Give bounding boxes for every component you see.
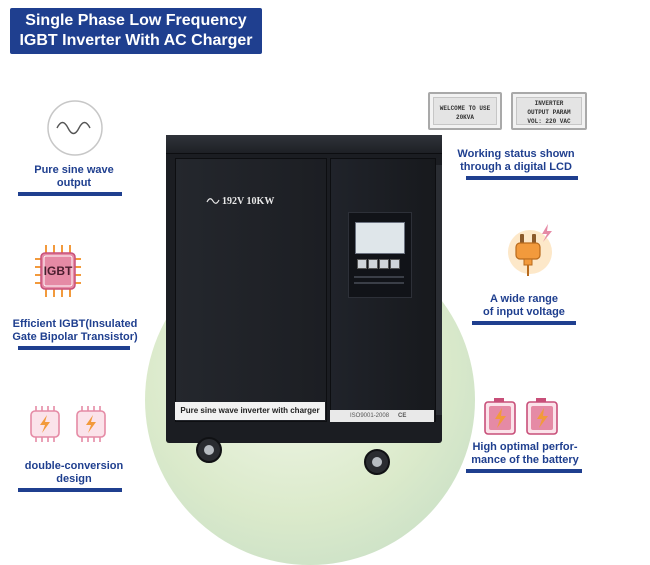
panel-button-1[interactable] [357,259,367,269]
plug-icon [508,224,552,276]
feature-sine-text: Pure sine wave output [18,164,130,190]
battery-icon [484,398,558,435]
lcd-output-line-1: INVERTER [534,100,564,107]
feature-igbt-text: Efficient IGBT(Insulated Gate Bipolar Tr… [2,318,148,344]
lcd-welcome-line-1: WELCOME TO USE [439,105,491,112]
feature-igbt-line-2: Gate Bipolar Transistor) [12,331,138,343]
feature-voltage-line-2: of input voltage [483,306,565,318]
feature-lcd-line-1: Working status shown [457,148,575,160]
panel-divider [354,276,404,278]
panel-button-4[interactable] [390,259,400,269]
panel-divider [354,282,404,284]
feature-conversion-underline [18,488,122,492]
lcd-welcome-display: WELCOME TO USE 20KVA [428,92,502,130]
feature-battery-underline [466,469,582,473]
feature-igbt-underline [18,346,130,350]
device-lcd-screen [355,222,405,254]
lcd-welcome-line-2: 20KVA [455,114,474,121]
title-line-1: Single Phase Low Frequency [25,12,247,29]
iso-label: ISO9001-2008 [350,413,390,419]
feature-lcd-line-2: through a digital LCD [460,161,572,173]
feature-voltage-text: A wide range of input voltage [464,293,584,319]
cabinet-side [434,165,442,415]
ce-mark: CE [398,413,407,419]
feature-conversion-text: double-conversion design [18,460,130,486]
feature-voltage-underline [472,321,576,325]
lcd-output-line-2: OUTPUT PARAM [527,109,571,116]
feature-sine-line-1: Pure sine wave [34,164,114,176]
feature-battery-line-1: High optimal perfor- [472,441,578,453]
feature-conversion-line-1: double-conversion [24,460,124,472]
lcd-output-line-3: VOL: 220 VAC [527,118,571,125]
sine-wave-icon [47,100,103,156]
feature-igbt-line-1: Efficient IGBT(Insulated [12,318,138,330]
feature-lcd-underline [466,176,578,180]
cabinet-top [166,135,442,154]
igbt-chip-label: IGBT [43,264,73,278]
lightning-chip-icon [30,406,106,442]
certification-strip: ISO9001-2008 CE [330,410,434,422]
caster-wheel [364,449,390,475]
title-line-2: IGBT Inverter With AC Charger [19,32,253,49]
front-label: Pure sine wave inverter with charger [175,402,325,420]
feature-battery-line-2: mance of the battery [471,454,579,466]
feature-sine-line-2: output [56,177,92,189]
feature-battery-text: High optimal perfor- mance of the batter… [455,441,595,467]
page-title: Single Phase Low Frequency IGBT Inverter… [10,8,262,54]
sine-symbol-icon [206,198,220,204]
lcd-output-display: INVERTER OUTPUT PARAM VOL: 220 VAC [511,92,587,130]
panel-button-2[interactable] [368,259,378,269]
feature-lcd-text: Working status shown through a digital L… [446,148,586,174]
caster-wheel [196,437,222,463]
model-label: 192V 10KW [222,196,275,207]
cabinet-left-door [175,158,327,422]
feature-voltage-line-1: A wide range [489,293,559,305]
panel-button-3[interactable] [379,259,389,269]
feature-sine-underline [18,192,122,196]
igbt-chip-icon [35,245,81,297]
feature-conversion-line-2: design [56,473,92,485]
